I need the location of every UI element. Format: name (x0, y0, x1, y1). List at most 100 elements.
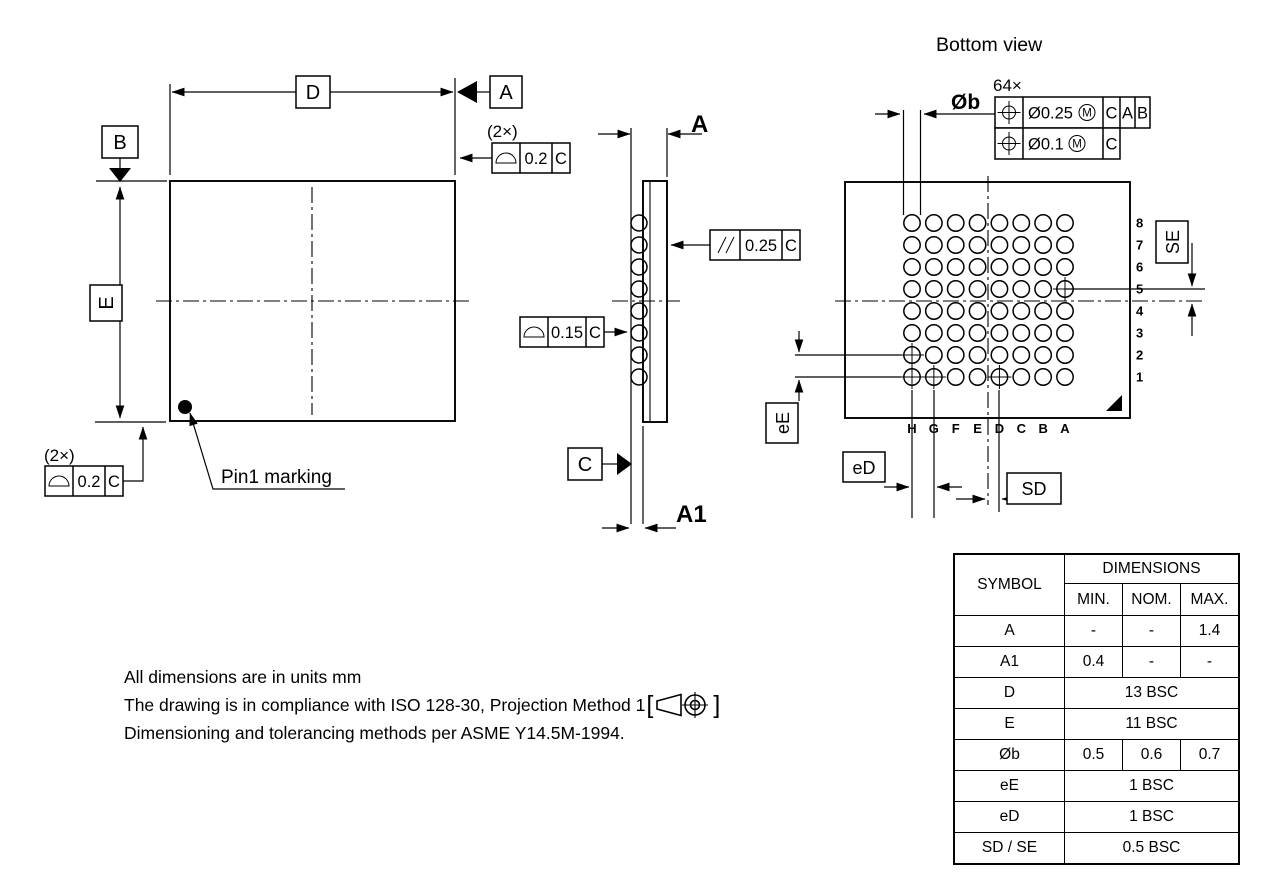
row-label-2: 2 (1136, 348, 1143, 363)
datum-c: C (567, 447, 632, 481)
dim-d-label: D (306, 82, 320, 104)
side-ball (630, 258, 648, 276)
side-ball (630, 368, 648, 386)
fcf-top-datum: C (555, 150, 567, 168)
ball-H4 (903, 302, 921, 320)
fcf-profile-tolerance: 0.15 (551, 324, 583, 342)
ball-C3 (1012, 324, 1031, 342)
datum-c-label: C (578, 454, 592, 476)
table-row: E 11 BSC (953, 708, 1240, 740)
ball-C1 (1012, 368, 1031, 386)
dim-a1-label: A1 (676, 501, 707, 528)
ball-A2 (1056, 346, 1074, 364)
dimension-ed: eD (842, 390, 962, 518)
bottom-view-title: Bottom view (936, 34, 1043, 56)
ball-E3 (968, 324, 987, 342)
bracket-open: [ (646, 691, 654, 719)
svg-text:M: M (1082, 108, 1092, 120)
row-label-7: 7 (1136, 238, 1143, 253)
side-ball (630, 280, 648, 298)
side-ball (630, 236, 648, 254)
ball-H7 (903, 236, 921, 254)
fcf-pos1-datum3: B (1137, 105, 1148, 123)
ball-D7 (990, 236, 1009, 254)
col-label-E: E (973, 421, 982, 436)
max-cell: - (1180, 646, 1240, 678)
ball-B3 (1034, 324, 1053, 342)
table-nom-header: NOM. (1122, 583, 1181, 616)
dim-e-label: E (96, 296, 118, 309)
fcf-pos1-datum2: A (1122, 105, 1133, 123)
fcf-pos1-tolerance: Ø0.25 (1028, 105, 1073, 123)
col-label-B: B (1038, 421, 1047, 436)
note-projection: The drawing is in compliance with ISO 12… (124, 691, 721, 719)
dimension-d: D (169, 75, 456, 175)
datum-c-triangle (617, 453, 632, 475)
nom-cell: 0.6 (1122, 739, 1181, 771)
fcf-profile-datum: C (589, 324, 601, 342)
side-ball (630, 346, 648, 364)
mmc-modifier-icon: M (1068, 135, 1086, 152)
ball-H8 (903, 214, 921, 232)
ball-D8 (990, 214, 1009, 232)
span-cell: 13 BSC (1064, 677, 1240, 709)
ball-G6 (924, 258, 943, 276)
dim-a-label: A (691, 111, 708, 138)
first-angle-projection-icon (656, 692, 709, 718)
ball-F4 (946, 302, 965, 320)
ball-C2 (1012, 346, 1031, 364)
ball-E4 (968, 302, 987, 320)
fcf-parallelism-tolerance: 0.25 (745, 237, 777, 255)
ball-E2 (968, 346, 987, 364)
ball-A8 (1056, 214, 1074, 232)
ball-G7 (924, 236, 943, 254)
fcf-bottom-datum: C (108, 473, 120, 491)
dimension-se: SE (1065, 220, 1205, 336)
ball-B7 (1034, 236, 1053, 254)
side-view: A 0.25 C 0.15 C C (519, 111, 801, 533)
drawing-notes: All dimensions are in units mm The drawi… (124, 663, 721, 747)
symbol-cell: A (953, 615, 1065, 647)
pin1-label: Pin1 marking (221, 467, 332, 488)
profile-of-surface-icon (523, 326, 545, 338)
fcf-pos2-datum1: C (1106, 136, 1118, 154)
ball-C7 (1012, 236, 1031, 254)
ball-E1 (968, 368, 987, 386)
pin1-marker-dot (178, 400, 192, 414)
dimension-a: A (598, 111, 708, 139)
span-cell: 0.5 BSC (1064, 832, 1240, 865)
fcf-profile-top: (2×) 0.2 C (459, 122, 571, 174)
bracket-close: ] (713, 691, 721, 719)
ball-A3 (1056, 324, 1074, 342)
fcf-parallelism-datum: C (785, 237, 797, 255)
parallelism-icon (717, 236, 727, 254)
datum-a-triangle (457, 81, 477, 103)
dim-ee-label: eE (773, 412, 793, 434)
symbol-cell: E (953, 708, 1065, 740)
min-cell: 0.4 (1064, 646, 1123, 678)
pin1-callout: Pin1 marking (189, 412, 345, 490)
ball-D3 (990, 324, 1009, 342)
top-view: D A B E (2×) (44, 75, 571, 497)
ball-F5 (946, 280, 965, 298)
symbol-cell: A1 (953, 646, 1065, 678)
max-cell: 1.4 (1180, 615, 1240, 647)
ball-H5 (903, 280, 921, 298)
symbol-cell: D (953, 677, 1065, 709)
position-symbol-icon (997, 132, 1021, 155)
fcf-top-qty: (2×) (487, 122, 518, 141)
side-ball (630, 214, 648, 232)
table-dimensions-header: DIMENSIONS (1064, 553, 1240, 584)
ball-B1 (1034, 368, 1053, 386)
dimension-sd: SD (956, 390, 1062, 512)
ball-E6 (968, 258, 987, 276)
parallelism-icon (725, 236, 735, 254)
table-row: D 13 BSC (953, 677, 1240, 709)
ball-F2 (946, 346, 965, 364)
ball-G3 (924, 324, 943, 342)
row-label-8: 8 (1136, 216, 1143, 231)
ball-grid (903, 214, 1074, 386)
